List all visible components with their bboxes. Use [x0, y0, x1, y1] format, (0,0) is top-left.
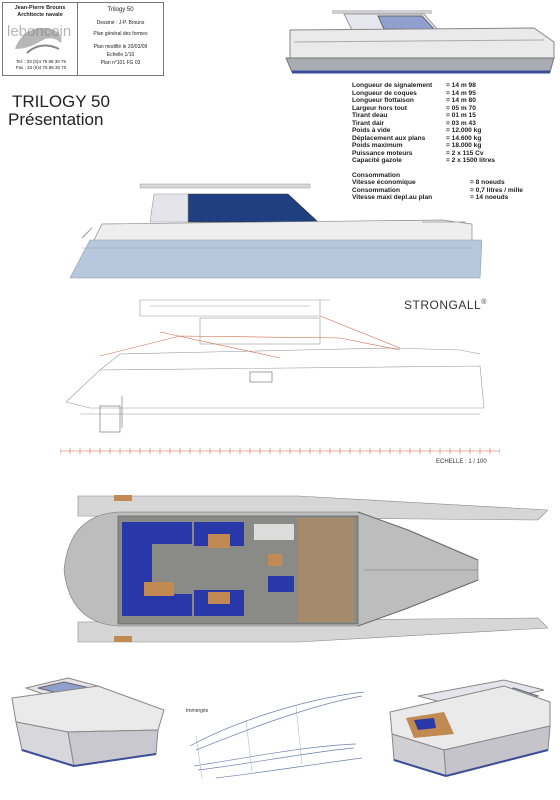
- plan-info-panel: Trilogy 50 Dessiné : J-P. Brouns Plan gé…: [78, 3, 163, 75]
- spec-row: Déplacement aux plans = 14.600 kg: [352, 135, 523, 143]
- registered-mark: ®: [481, 299, 487, 306]
- spec-row: Longueur flottaison = 14 m 80: [352, 97, 523, 105]
- spec-value: = 2 x 115 Cv: [446, 149, 484, 157]
- spec-row: Longueur de signalement = 14 m 98: [352, 82, 523, 90]
- consumption-value: = 0,7 litres / mille: [470, 186, 523, 194]
- spec-value: = 2 x 1500 litres: [446, 157, 495, 164]
- page-title: TRILOGY 50: [12, 92, 110, 111]
- consumption-label: Consommation: [352, 186, 400, 194]
- deck-plan: [63, 495, 548, 643]
- spec-label: Poids à vide: [352, 127, 391, 134]
- immerges-label: Immergés: [186, 708, 209, 714]
- spec-value: = 03 m 43: [446, 119, 476, 127]
- spec-label: Longueur de signalement: [352, 82, 433, 89]
- plan-scale: Echelle 1/10: [106, 52, 135, 58]
- spec-value: = 14 m 98: [446, 82, 476, 89]
- consumption-heading: Consommation: [352, 171, 400, 179]
- scale-rule: [60, 448, 500, 454]
- side-profile-lines: [65, 299, 485, 433]
- page-subtitle: Présentation: [8, 110, 104, 129]
- render-rear-right: [389, 679, 551, 777]
- side-profile-color: [69, 183, 482, 279]
- consumption-row: Vitesse maxi depl.au plan = 14 noeuds: [352, 194, 523, 202]
- consumption-label: Vitesse économique: [352, 179, 416, 186]
- consumption-value: = 14 noeuds: [470, 194, 509, 201]
- title-block: Jean-Pierre Brouns Architecte navale Tel…: [2, 2, 164, 76]
- project-name: Trilogy 50: [107, 7, 134, 13]
- scale-label: ECHELLE : 1 / 100: [436, 459, 487, 465]
- fax-text: Fax : 33 (0)4 75 88 30 70: [15, 65, 67, 70]
- contact-lines: Tel. : 33 (0)4 75 88 30 75 Fax : 33 (0)4…: [5, 59, 77, 71]
- watermark-text: leboncoin: [7, 23, 72, 40]
- spec-value: = 14.600 kg: [446, 134, 482, 142]
- consumption-value: = 8 noeuds: [470, 179, 505, 186]
- spec-label: Tirant deau: [352, 112, 388, 119]
- consumption-row: Consommation = 0,7 litres / mille: [352, 187, 523, 195]
- spec-value: = 18.000 kg: [446, 142, 482, 149]
- spec-label: Largeur hors tout: [352, 104, 407, 112]
- designer-text: Dessiné : J-P. Brouns: [96, 20, 145, 26]
- spec-label: Longueur de coques: [352, 89, 417, 97]
- spec-row: Puissance moteurs = 2 x 115 Cv: [352, 150, 523, 158]
- spec-value: = 01 m 15: [446, 112, 476, 119]
- render-front-left: [11, 677, 165, 767]
- spec-row: Tirant deau = 01 m 15: [352, 112, 523, 120]
- spec-label: Capacité gazole: [352, 157, 402, 164]
- dolphin-logo: [15, 27, 62, 54]
- spec-value: = 14 m 95: [446, 89, 476, 97]
- architect-name-block: Jean-Pierre Brouns Architecte navale: [5, 5, 75, 19]
- spec-value: = 12.000 kg: [446, 127, 482, 134]
- hull-lines-drawing: [189, 691, 365, 779]
- spec-row: Poids à vide = 12.000 kg: [352, 127, 523, 135]
- boat-render-top: [285, 10, 555, 74]
- architect-role: Architecte navale: [17, 12, 63, 18]
- spec-label: Puissance moteurs: [352, 149, 413, 157]
- spec-row: Tirant dair = 03 m 43: [352, 120, 523, 128]
- tel-text: Tel. : 33 (0)4 75 88 30 75: [15, 59, 67, 64]
- spec-label: Déplacement aux plans: [352, 134, 426, 142]
- spec-row: Longueur de coques = 14 m 95: [352, 90, 523, 98]
- plan-date: Plan modifié le 20/03/09: [93, 44, 148, 50]
- brand-logo: STRONGALL®: [404, 298, 487, 312]
- spec-label: Poids maximum: [352, 142, 403, 149]
- brand-text: STRONGALL: [404, 298, 482, 312]
- plan-title: Plan général des formes: [93, 31, 148, 37]
- architect-panel: Jean-Pierre Brouns Architecte navale Tel…: [3, 3, 78, 75]
- architect-name: Jean-Pierre Brouns: [14, 5, 66, 11]
- spec-label: Tirant dair: [352, 119, 385, 127]
- spec-value: = 14 m 80: [446, 97, 476, 104]
- consumption-row: Vitesse économique = 8 noeuds: [352, 179, 523, 187]
- spec-label: Longueur flottaison: [352, 97, 414, 104]
- spec-row: Largeur hors tout = 05 m 70: [352, 105, 523, 113]
- spec-row: Capacité gazole = 2 x 1500 litres: [352, 157, 523, 165]
- spec-row: Poids maximum = 18.000 kg: [352, 142, 523, 150]
- spec-value: = 05 m 70: [446, 104, 476, 112]
- plan-number: Plan n°101 FG 03: [100, 60, 141, 66]
- consumption-label: Vitesse maxi depl.au plan: [352, 194, 433, 201]
